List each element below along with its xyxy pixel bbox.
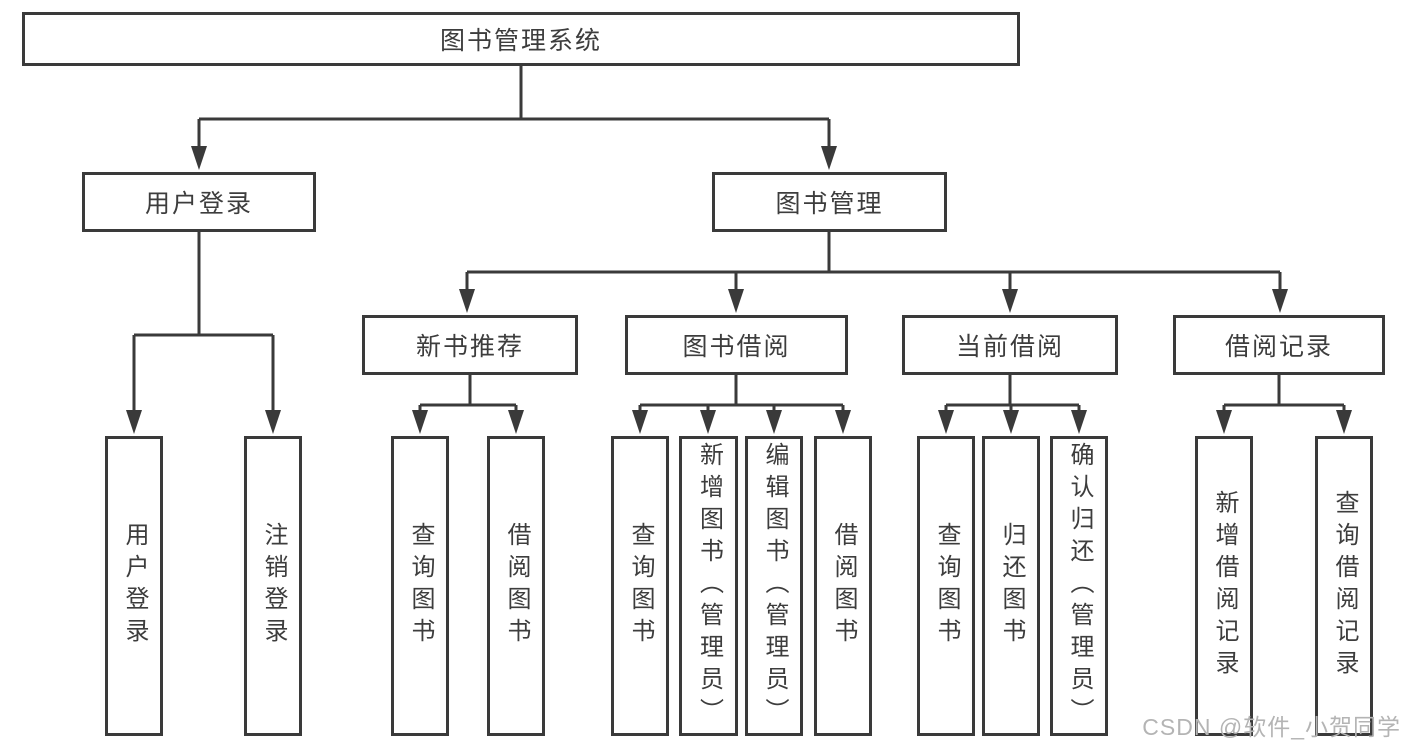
node-leaf-borrow-books-recommend: 借阅图书 <box>487 436 545 736</box>
node-leaf-edit-books-admin: 编辑图书（管理员） <box>745 436 803 736</box>
node-leaf-borrow-books: 借阅图书 <box>814 436 872 736</box>
node-leaf-query-books-recommend: 查询图书 <box>391 436 449 736</box>
node-leaf-query-books-borrow: 查询图书 <box>611 436 669 736</box>
node-leaf-confirm-return-admin: 确认归还（管理员） <box>1050 436 1108 736</box>
node-current-borrow: 当前借阅 <box>902 315 1118 375</box>
node-borrow-records: 借阅记录 <box>1173 315 1385 375</box>
node-leaf-query-borrow-record: 查询借阅记录 <box>1315 436 1373 736</box>
node-new-book-recommend: 新书推荐 <box>362 315 578 375</box>
node-book-borrow: 图书借阅 <box>625 315 848 375</box>
node-leaf-return-books: 归还图书 <box>982 436 1040 736</box>
csdn-watermark: CSDN @软件_小贺同学 <box>1142 714 1401 740</box>
node-leaf-user-login: 用户登录 <box>105 436 163 736</box>
node-leaf-query-books-current: 查询图书 <box>917 436 975 736</box>
node-book-management-branch: 图书管理 <box>712 172 947 232</box>
node-user-login-branch: 用户登录 <box>82 172 316 232</box>
node-library-management-system: 图书管理系统 <box>22 12 1020 66</box>
node-leaf-logout: 注销登录 <box>244 436 302 736</box>
node-leaf-add-books-admin: 新增图书（管理员） <box>679 436 738 736</box>
node-leaf-add-borrow-record: 新增借阅记录 <box>1195 436 1253 736</box>
